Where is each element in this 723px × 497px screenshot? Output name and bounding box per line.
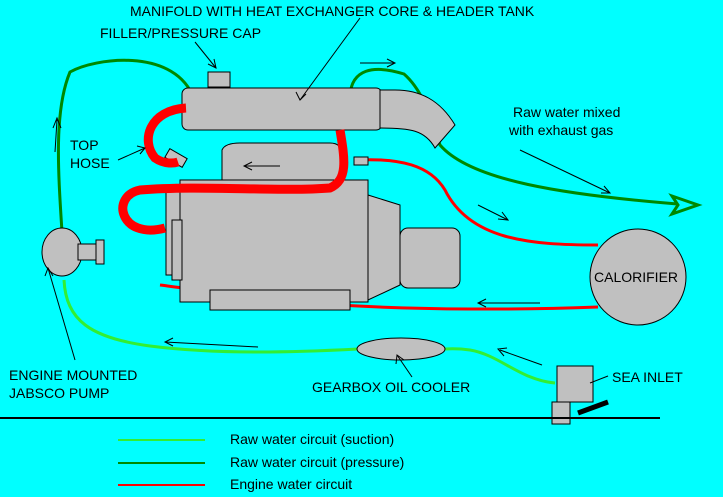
pointer-filler-cap (194, 41, 217, 69)
flow-arrowhead-calorifier-return (476, 298, 487, 308)
pointer-exhaust-head (601, 185, 612, 194)
label-filler-cap: FILLER/PRESSURE CAP (100, 25, 261, 41)
engine-pipe-top-hose (143, 103, 187, 168)
label-manifold: MANIFOLD WITH HEAT EXCHANGER CORE & HEAD… (130, 3, 535, 19)
engine-pipe-to-calorifier (355, 158, 599, 247)
manifold-assembly (181, 71, 456, 149)
gearbox (399, 227, 461, 289)
gearbox-oil-cooler (356, 337, 446, 361)
flow-arrow-sea-in (499, 349, 543, 366)
legend: Raw water circuit (suction) Raw water ci… (118, 431, 404, 492)
pointer-manifold-head (295, 91, 307, 101)
suction-pipe-sea-to-cooler (443, 347, 556, 385)
sea-inlet-base (551, 401, 571, 425)
flow-arrowhead-sea-in (497, 347, 508, 357)
calorifier-tank (589, 228, 687, 326)
label-pointers (44, 17, 612, 384)
label-calorifier: CALORIFIER (594, 269, 678, 285)
pointer-filler-cap-head (207, 58, 217, 69)
exhaust-outlet-arrowhead (668, 193, 703, 217)
engine-main-block (179, 179, 369, 303)
label-top-hose-line1: TOP (70, 137, 99, 153)
pointer-gearbox-cooler (396, 354, 413, 378)
pointer-top-hose (117, 147, 146, 161)
pointer-top-hose-head (136, 145, 146, 155)
engine-flow-arrowhead (242, 161, 253, 171)
exhaust-elbow (379, 89, 456, 149)
pointer-manifold (299, 17, 361, 101)
pointer-exhaust (519, 149, 611, 194)
fitting-stub (353, 156, 369, 166)
label-pump-line2: JABSCO PUMP (9, 385, 109, 401)
label-pump-line1: ENGINE MOUNTED (9, 367, 137, 383)
flow-arrowhead-pump-up (52, 116, 62, 129)
sea-inlet-handle (577, 399, 609, 416)
sea-inlet-body (556, 365, 594, 403)
flow-arrowhead-manifold-out (386, 58, 397, 68)
engine-block (164, 142, 461, 311)
label-gearbox-oil-cooler: GEARBOX OIL COOLER (312, 379, 470, 395)
pointer-pump (47, 267, 76, 361)
engine-sump (209, 289, 351, 311)
pump-impeller-housing (77, 243, 97, 261)
flow-arrow-pump-up (54, 119, 58, 153)
suction-pipe-cooler-to-pump (62, 279, 359, 354)
filler-pressure-cap (207, 71, 231, 88)
flow-arrow-to-calorifier (477, 204, 509, 221)
label-top-hose-line2: HOSE (70, 155, 110, 171)
pump-flange (95, 239, 105, 265)
pointer-pump-head (44, 266, 54, 277)
jabsco-pump (41, 227, 105, 277)
engine-pipe-manifold-loop (118, 129, 349, 235)
engine-pulley-front-2 (171, 219, 183, 281)
flow-arrows (52, 58, 543, 366)
flow-arrowhead-to-calorifier (497, 211, 510, 221)
label-raw-water-mixed-line1: Raw water mixed (513, 104, 620, 120)
pointer-sea-inlet (589, 375, 609, 384)
pointer-gearbox-cooler-head (395, 354, 405, 365)
sea-inlet-valve (551, 365, 609, 425)
engine-bellhousing (367, 194, 401, 301)
legend-label-pressure: Raw water circuit (pressure) (230, 454, 404, 470)
manifold-header-tank (181, 87, 383, 131)
label-sea-inlet: SEA INLET (612, 369, 683, 385)
legend-label-suction: Raw water circuit (suction) (230, 431, 394, 447)
legend-label-engine: Engine water circuit (230, 476, 352, 492)
label-raw-water-mixed-line2: with exhaust gas (508, 122, 613, 138)
flow-arrowhead-cooler-out (163, 337, 174, 347)
flow-arrow-cooler-out (164, 341, 259, 348)
engine-rocker-cover (221, 142, 343, 183)
pressure-pipe-pump-to-manifold (56, 58, 194, 233)
